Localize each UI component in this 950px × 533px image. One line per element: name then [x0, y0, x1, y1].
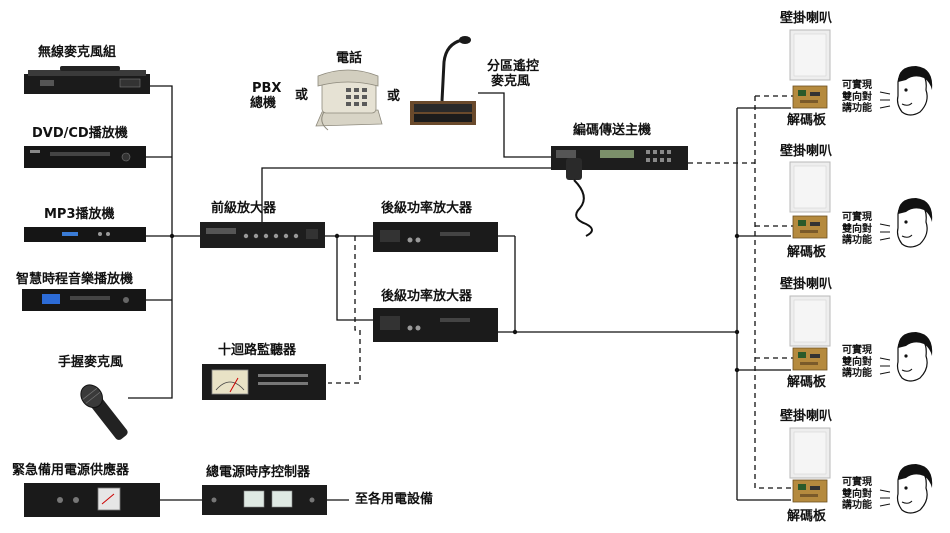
- zone-2-speaker-label: 壁掛喇叭: [780, 144, 833, 159]
- person-talking-icon: [879, 464, 933, 514]
- zone-3-speaker-label: 壁掛喇叭: [780, 277, 833, 292]
- to-equipment-label: 至各用電設備: [355, 492, 434, 507]
- sequencer-label: 總電源時序控制器: [206, 465, 311, 480]
- decoder-board-icon: [792, 85, 828, 109]
- telephone-device: [315, 69, 383, 131]
- power-amp-1-device: [373, 222, 498, 252]
- mp3-player-label: MP3播放機: [44, 207, 115, 222]
- pbx-label-line1: PBX: [252, 81, 282, 96]
- source-bus: [128, 85, 173, 399]
- preamp-label: 前級放大器: [211, 201, 277, 216]
- person-talking-icon: [879, 332, 933, 382]
- wireless-mic-set: [24, 66, 150, 94]
- or-label-1: 或: [295, 88, 309, 103]
- pbx-label-line2: 總機: [250, 96, 277, 111]
- zone-4-graphics: [789, 427, 933, 514]
- zone-3-graphics: [789, 295, 933, 382]
- data-lines: [328, 95, 793, 489]
- junction-dots: [169, 233, 740, 373]
- wireless-mic-label: 無線麥克風組: [38, 45, 117, 60]
- monitor-label: 十迴路監聽器: [218, 343, 297, 358]
- handheld-mic-label: 手握麥克風: [58, 355, 124, 370]
- power-amp-1-label: 後級功率放大器: [381, 201, 473, 216]
- zone-mic-label-line1: 分區遙控: [487, 59, 540, 74]
- zone-2-graphics: [789, 161, 933, 248]
- zone-4-decoder-label: 解碼板: [787, 509, 827, 524]
- smart-player-device: [22, 289, 146, 311]
- encoder-label: 編碼傳送主機: [573, 123, 652, 138]
- power-amp-2-device: [373, 308, 498, 342]
- decoder-board-icon: [792, 215, 828, 239]
- person-talking-icon: [879, 198, 933, 248]
- zone-4-speaker-label: 壁掛喇叭: [780, 409, 833, 424]
- zone-1-note: 可實現 雙向對 講功能: [842, 80, 872, 114]
- ups-device: [24, 483, 160, 517]
- power-amp-2-label: 後級功率放大器: [381, 289, 473, 304]
- mp3-player-device: [24, 227, 146, 242]
- person-talking-icon: [879, 66, 933, 116]
- or-label-2: 或: [387, 89, 401, 104]
- encoder-host-device: [551, 146, 688, 237]
- zone-remote-mic-device: [410, 36, 476, 125]
- zone-3-decoder-label: 解碼板: [787, 375, 827, 390]
- ups-label: 緊急備用電源供應器: [12, 463, 130, 478]
- zone-4-note: 可實現 雙向對 講功能: [842, 477, 872, 511]
- dvd-player-label: DVD/CD播放機: [32, 126, 128, 141]
- phone-label: 電話: [336, 51, 363, 66]
- handheld-mic-device: [80, 384, 128, 440]
- zone-1-speaker-label: 壁掛喇叭: [780, 11, 833, 26]
- zone-1-decoder-label: 解碼板: [787, 113, 827, 128]
- sequencer-device: [202, 485, 327, 515]
- zone-1-graphics: [789, 29, 933, 116]
- connection-lines: [128, 85, 791, 501]
- zone-2-decoder-label: 解碼板: [787, 245, 827, 260]
- smart-player-label: 智慧時程音樂播放機: [16, 272, 134, 287]
- decoder-board-icon: [792, 347, 828, 371]
- monitor-device: [202, 364, 326, 400]
- dvd-player-device: [24, 146, 146, 168]
- decoder-board-icon: [792, 479, 828, 503]
- zone-2-note: 可實現 雙向對 講功能: [842, 212, 872, 246]
- preamp-device: [200, 222, 325, 248]
- zone-mic-label-line2: 麥克風: [491, 74, 531, 89]
- zone-3-note: 可實現 雙向對 講功能: [842, 345, 872, 379]
